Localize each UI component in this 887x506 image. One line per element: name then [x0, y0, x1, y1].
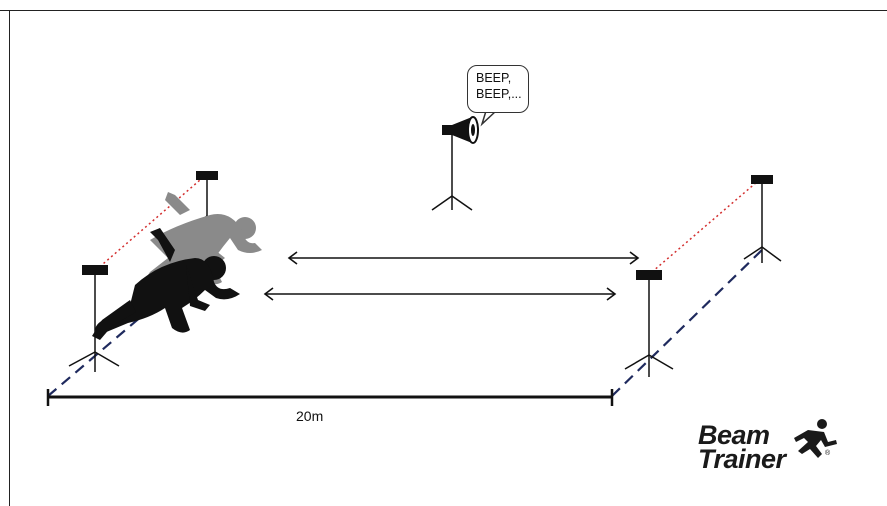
speaker-icon [431, 116, 479, 211]
logo-word-trainer: Trainer [698, 444, 786, 474]
speech-bubble: BEEP, BEEP,... [467, 65, 529, 113]
beam-trainer-logo: Beam Trainer ® [698, 419, 848, 474]
bubble-text-line1: BEEP, [476, 71, 512, 85]
runner-logo-icon [794, 419, 837, 458]
logo-word-beam: Beam [698, 420, 770, 450]
speech-bubble-tail [480, 110, 497, 127]
double-arrow-lower [263, 287, 617, 301]
double-arrow-upper [287, 251, 640, 265]
registered-mark: ® [825, 450, 831, 457]
distance-label: 20m [296, 408, 324, 424]
frame-left-border [9, 10, 10, 506]
timing-gate-icon [68, 265, 120, 372]
sprinter-figure-front [92, 228, 240, 340]
distance-dimension-line [46, 389, 614, 406]
frame-top-border [0, 10, 887, 11]
finish-line [611, 249, 763, 397]
timing-gate-icon [743, 175, 782, 263]
beam-line-finish [651, 180, 759, 273]
bubble-text-line2: BEEP,... [476, 87, 522, 101]
timing-gate-icon [624, 270, 674, 377]
